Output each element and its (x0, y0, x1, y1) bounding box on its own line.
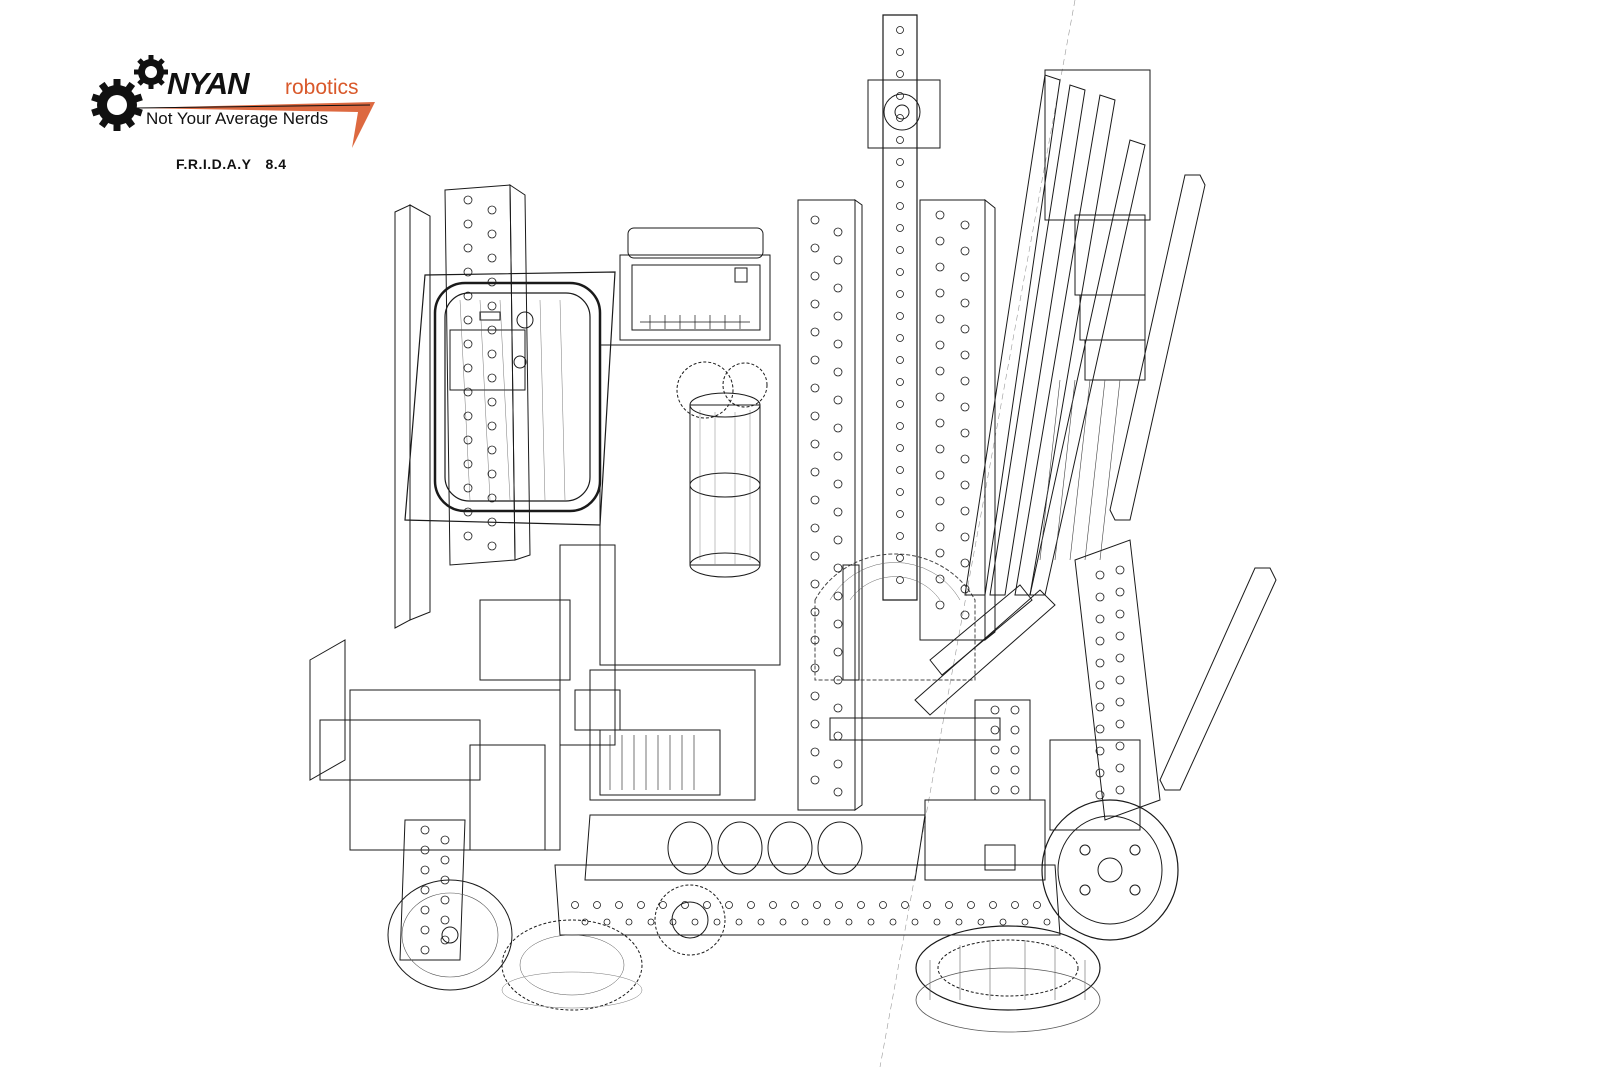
brand-suffix: robotics (285, 76, 359, 99)
brand-name: NYAN (167, 66, 250, 101)
robot-version-number: 8.4 (265, 156, 287, 172)
left-side-panel (309, 204, 481, 781)
linear-slides (964, 69, 1151, 596)
team-logo: NYAN robotics Not Your Average Nerds (90, 50, 390, 160)
center-arm (867, 14, 941, 601)
sprocket-bottom (654, 884, 726, 956)
right-channels (974, 539, 1161, 831)
wheel-omni-left (501, 919, 643, 1011)
drive-motor (676, 361, 768, 578)
wheel-front-left (387, 879, 513, 991)
left-front-arm (349, 689, 561, 961)
wheel-front-right (1041, 799, 1179, 941)
left-upright-channel (444, 184, 531, 566)
hemisphere-wheel (814, 553, 976, 681)
swoosh-shape (135, 102, 375, 148)
gear-icon (91, 55, 375, 148)
hex-shafts (1109, 174, 1277, 791)
robot-name: F.R.I.D.A.Y (176, 156, 252, 172)
mid-channels (797, 198, 996, 811)
channel-hole-pattern (420, 26, 1125, 955)
electronics-box (619, 227, 771, 341)
inner-frame (479, 344, 781, 801)
front-chassis-rail (554, 799, 1061, 936)
intake-arms (829, 584, 1056, 741)
brand-tagline: Not Your Average Nerds (146, 109, 329, 128)
wheel-omni-right (915, 925, 1101, 1033)
phone-controller (404, 271, 616, 526)
perspective-guide-line (879, 0, 1076, 1067)
robot-version-label: F.R.I.D.A.Y 8.4 (176, 156, 286, 172)
